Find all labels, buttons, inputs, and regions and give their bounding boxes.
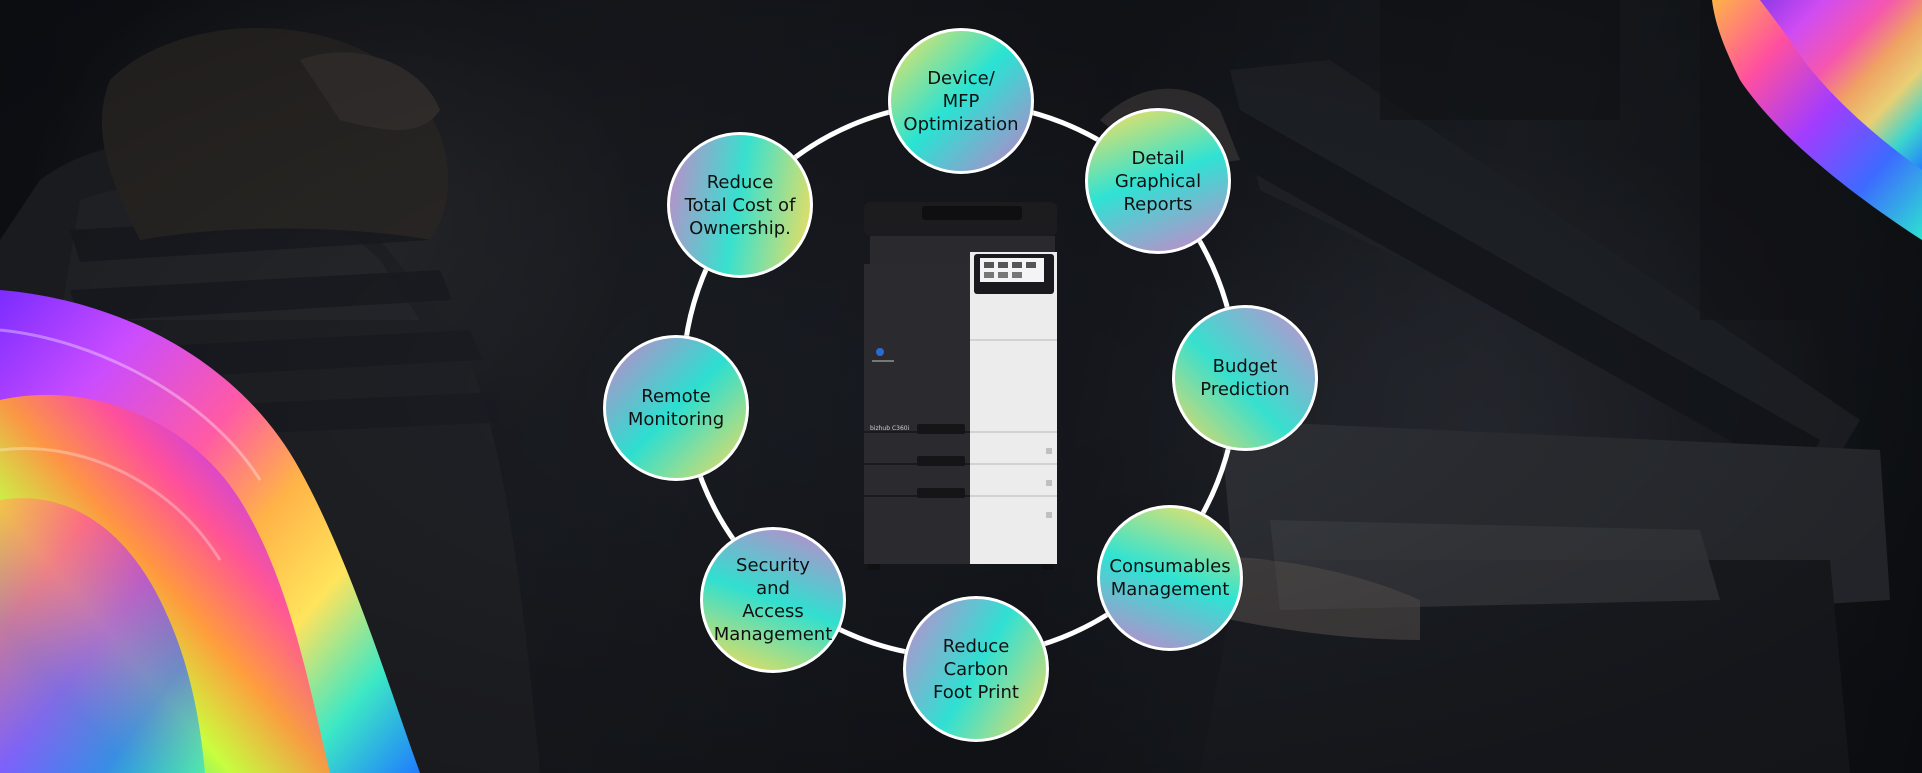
- feature-budget-prediction[interactable]: Budget Prediction: [1172, 305, 1318, 451]
- feature-device-mfp-optimization[interactable]: Device/ MFP Optimization: [888, 28, 1034, 174]
- feature-label: Detail Graphical Reports: [1114, 147, 1202, 215]
- feature-label: Reduce Carbon Foot Print: [933, 635, 1019, 703]
- feature-consumables-management[interactable]: Consumables Management: [1097, 505, 1243, 651]
- feature-detail-graphical-reports[interactable]: Detail Graphical Reports: [1085, 108, 1231, 254]
- feature-reduce-carbon-foot-print[interactable]: Reduce Carbon Foot Print: [903, 596, 1049, 742]
- multifunction-printer-icon: bizhub C360i: [864, 202, 1057, 570]
- feature-label: Security and Access Management: [713, 555, 833, 645]
- feature-label: Remote Monitoring: [627, 386, 725, 430]
- feature-label: Device/ MFP Optimization: [903, 67, 1019, 135]
- feature-remote-monitoring[interactable]: Remote Monitoring: [603, 335, 749, 481]
- printer-brand-text: bizhub C360i: [870, 425, 910, 432]
- feature-label: Budget Prediction: [1200, 356, 1290, 400]
- feature-label: Consumables Management: [1109, 556, 1231, 600]
- feature-security-access-management[interactable]: Security and Access Management: [700, 527, 846, 673]
- feature-reduce-total-cost-of-ownership[interactable]: Reduce Total Cost of Ownership.: [667, 132, 813, 278]
- feature-label: Reduce Total Cost of Ownership.: [684, 171, 796, 239]
